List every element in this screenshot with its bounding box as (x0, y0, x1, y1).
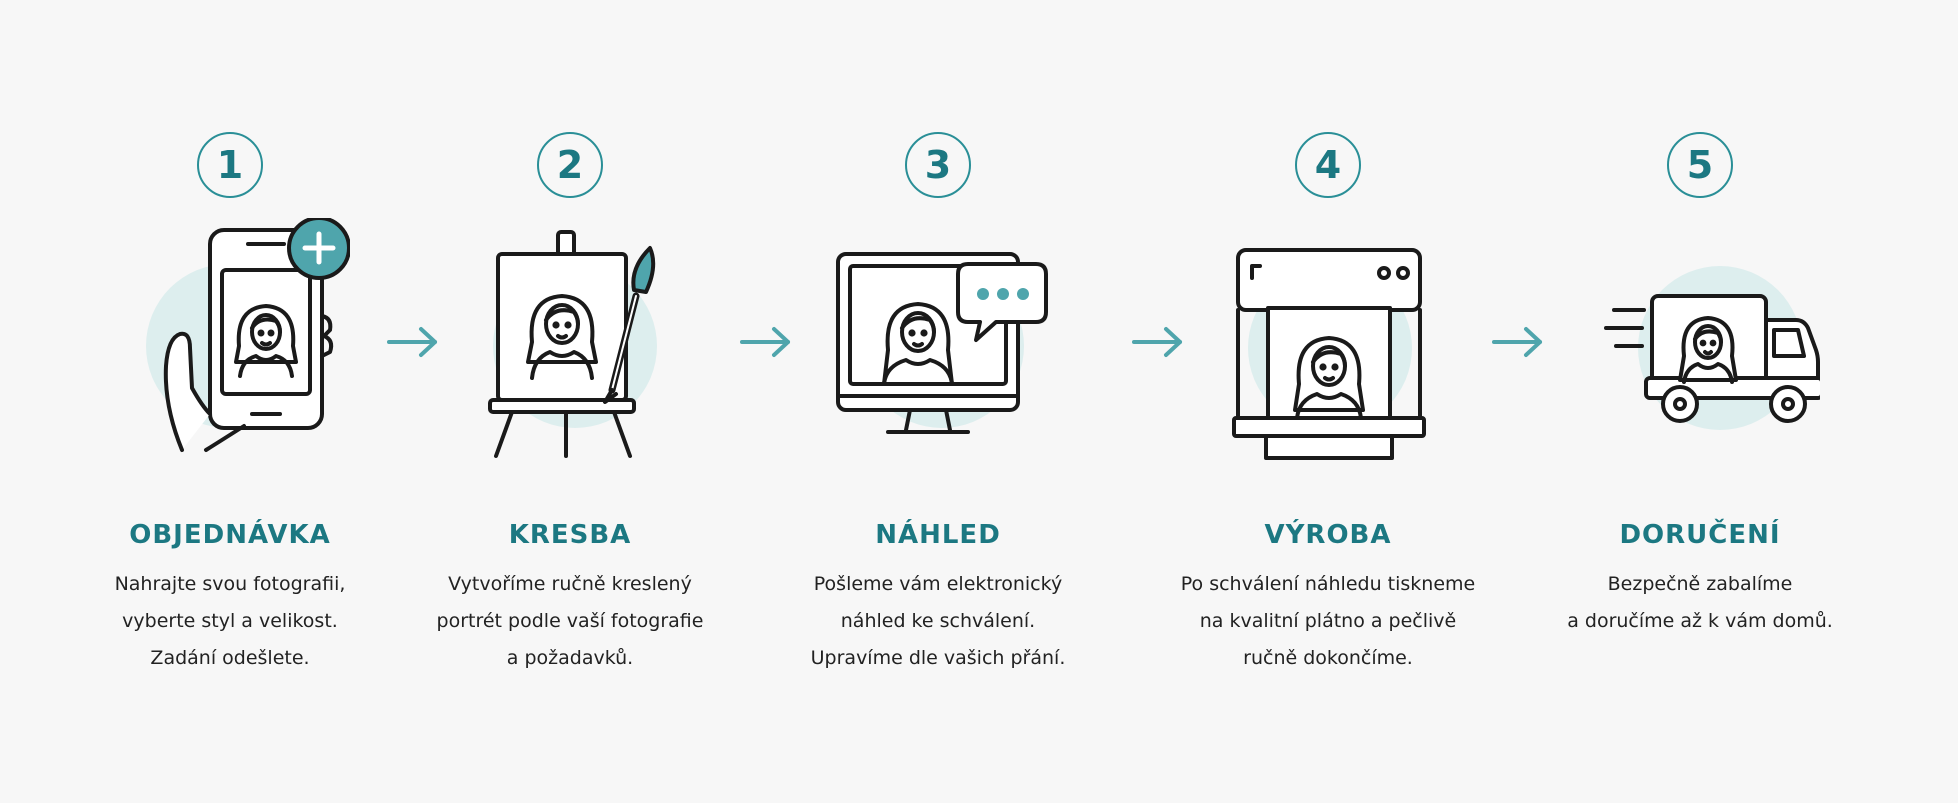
phone-upload-icon (110, 218, 350, 468)
description-line: náhled ke schválení. (840, 610, 1036, 632)
description-line: ručně dokončíme. (1243, 647, 1413, 669)
description-line: Vytvoříme ručně kreslený (448, 573, 692, 595)
delivery-truck-icon (1580, 218, 1820, 468)
step-number: 3 (905, 132, 971, 198)
description-line: Nahrajte svou fotografii, (114, 573, 346, 595)
step-title: VÝROBA (1264, 520, 1392, 550)
description-line: vyberte styl a velikost. (122, 610, 338, 632)
step-description: Pošleme vám elektronický náhled ke schvá… (788, 566, 1088, 677)
description-line: Upravíme dle vašich přání. (810, 647, 1066, 669)
description-line: a požadavků. (506, 647, 634, 669)
step-title: OBJEDNÁVKA (129, 520, 331, 550)
description-line: Po schválení náhledu tiskneme (1180, 573, 1476, 595)
step-production: 4 (1158, 0, 1498, 803)
arrow-right-icon (385, 322, 441, 362)
monitor-chat-icon (818, 218, 1058, 468)
step-drawing: 2 (420, 0, 720, 803)
description-line: na kvalitní plátno a pečlivě (1199, 610, 1457, 632)
printer-canvas-icon (1208, 218, 1448, 468)
step-number: 1 (197, 132, 263, 198)
step-order: 1 (95, 0, 365, 803)
arrow-right-icon (738, 322, 794, 362)
step-number: 5 (1667, 132, 1733, 198)
description-line: portrét podle vaší fotografie (436, 610, 704, 632)
description-line: Bezpečně zabalíme (1607, 573, 1793, 595)
easel-brush-icon (450, 218, 690, 468)
arrow-right-icon (1490, 322, 1546, 362)
step-description: Nahrajte svou fotografii, vyberte styl a… (95, 566, 365, 677)
step-delivery: 5 (1550, 0, 1850, 803)
step-number: 2 (537, 132, 603, 198)
step-title: NÁHLED (875, 520, 1001, 550)
description-line: Zadání odešlete. (150, 647, 310, 669)
step-title: KRESBA (508, 520, 632, 550)
step-title: DORUČENÍ (1619, 520, 1781, 550)
step-preview: 3 (788, 0, 1088, 803)
step-description: Vytvoříme ručně kreslený portrét podle v… (420, 566, 720, 677)
description-line: Pošleme vám elektronický (813, 573, 1063, 595)
step-number: 4 (1295, 132, 1361, 198)
step-description: Po schválení náhledu tiskneme na kvalitn… (1158, 566, 1498, 677)
arrow-right-icon (1130, 322, 1186, 362)
step-description: Bezpečně zabalíme a doručíme až k vám do… (1550, 566, 1850, 640)
description-line: a doručíme až k vám domů. (1567, 610, 1833, 632)
